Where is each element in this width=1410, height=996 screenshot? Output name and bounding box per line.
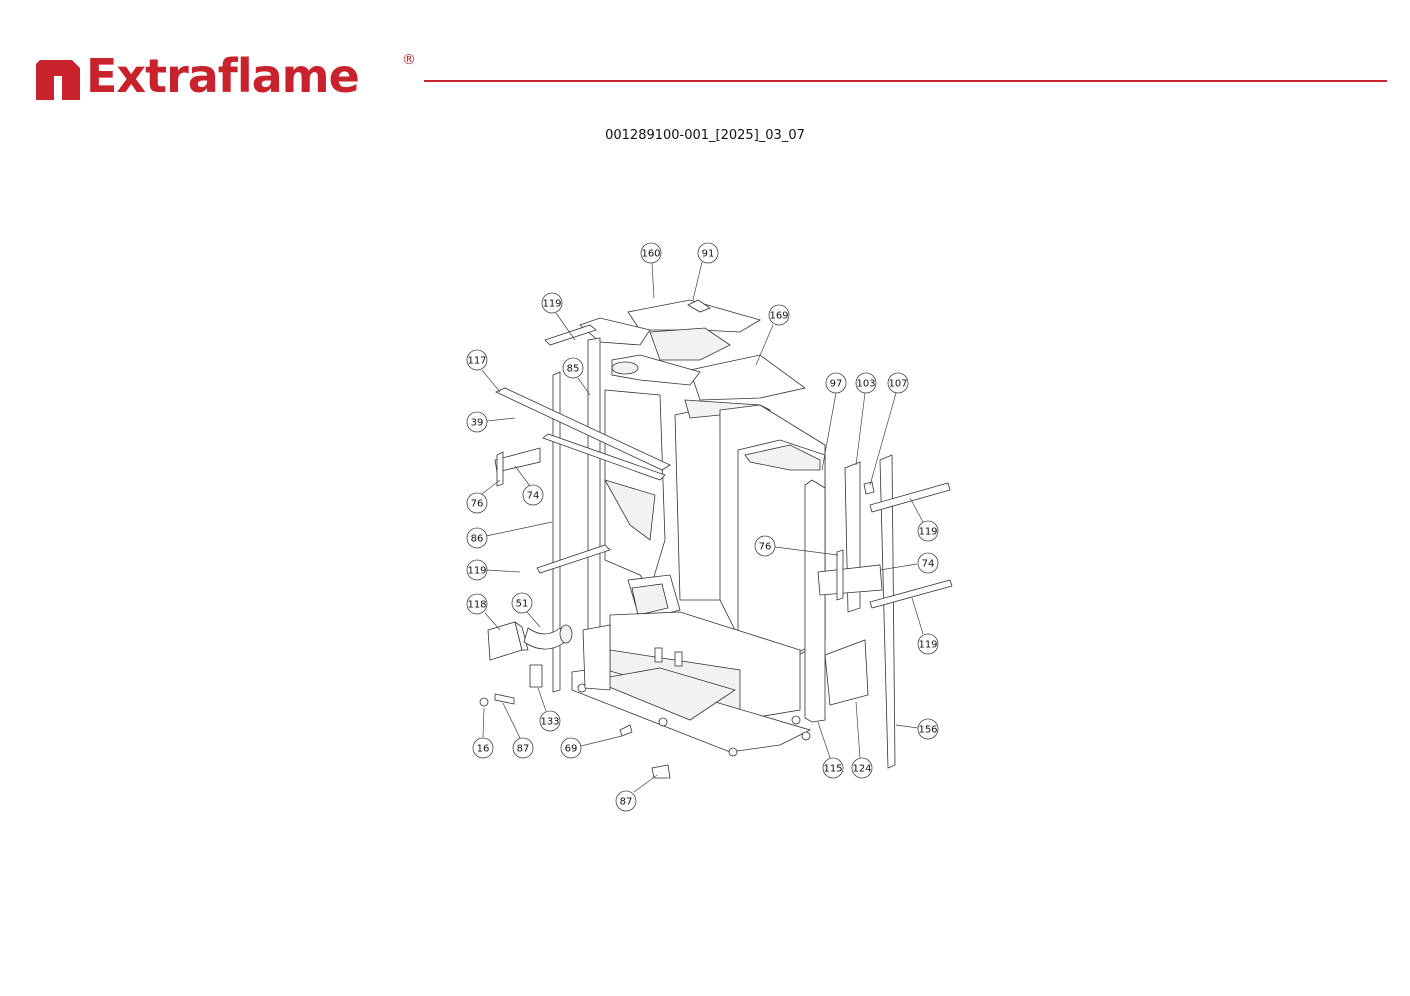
svg-text:169: 169 bbox=[769, 311, 788, 322]
callout-69: 69 bbox=[560, 737, 582, 759]
callout-bubbles: 160 91 119 169 117 85 97 103 107 39 74 7… bbox=[466, 242, 939, 812]
callout-87: 87 bbox=[615, 790, 637, 812]
callout-169: 169 bbox=[768, 304, 790, 326]
callout-74: 74 bbox=[522, 484, 544, 506]
parts-drawing bbox=[479, 299, 953, 779]
callout-16: 16 bbox=[472, 737, 494, 759]
svg-text:133: 133 bbox=[540, 717, 559, 728]
svg-text:119: 119 bbox=[918, 640, 937, 651]
svg-text:156: 156 bbox=[918, 725, 937, 736]
callout-86: 86 bbox=[466, 527, 488, 549]
svg-text:51: 51 bbox=[516, 599, 529, 610]
svg-text:118: 118 bbox=[467, 600, 486, 611]
svg-text:87: 87 bbox=[517, 744, 530, 755]
svg-text:107: 107 bbox=[888, 379, 907, 390]
brand-logo: Extraflame ® bbox=[34, 49, 418, 106]
callout-119: 119 bbox=[466, 559, 488, 581]
callout-39: 39 bbox=[466, 411, 488, 433]
callout-156: 156 bbox=[917, 718, 939, 740]
callout-76: 76 bbox=[754, 535, 776, 557]
svg-text:117: 117 bbox=[467, 356, 486, 367]
callout-51: 51 bbox=[511, 592, 533, 614]
svg-text:160: 160 bbox=[641, 249, 660, 260]
svg-text:119: 119 bbox=[467, 566, 486, 577]
callout-133: 133 bbox=[539, 710, 561, 732]
header-rule bbox=[424, 80, 1387, 82]
svg-text:87: 87 bbox=[620, 797, 633, 808]
svg-text:76: 76 bbox=[471, 499, 484, 510]
callout-117: 117 bbox=[466, 349, 488, 371]
callout-160: 160 bbox=[640, 242, 662, 264]
callout-74: 74 bbox=[917, 552, 939, 574]
svg-text:74: 74 bbox=[527, 491, 540, 502]
svg-text:91: 91 bbox=[702, 249, 715, 260]
svg-text:16: 16 bbox=[477, 744, 490, 755]
svg-text:119: 119 bbox=[918, 527, 937, 538]
callout-103: 103 bbox=[855, 372, 877, 394]
callout-119: 119 bbox=[917, 520, 939, 542]
callout-119: 119 bbox=[541, 292, 563, 314]
callout-118: 118 bbox=[466, 593, 488, 615]
svg-text:115: 115 bbox=[823, 764, 842, 775]
svg-text:69: 69 bbox=[565, 744, 578, 755]
svg-text:85: 85 bbox=[567, 364, 580, 375]
document-code: 001289100-001_[2025]_03_07 bbox=[605, 128, 805, 143]
callout-107: 107 bbox=[887, 372, 909, 394]
svg-text:74: 74 bbox=[922, 559, 935, 570]
svg-text:76: 76 bbox=[759, 542, 772, 553]
svg-text:103: 103 bbox=[856, 379, 875, 390]
callout-124: 124 bbox=[851, 757, 873, 779]
callout-91: 91 bbox=[697, 242, 719, 264]
callout-97: 97 bbox=[825, 372, 847, 394]
callout-87: 87 bbox=[512, 737, 534, 759]
svg-text:97: 97 bbox=[830, 379, 843, 390]
registered-mark: ® bbox=[402, 52, 416, 68]
callout-119: 119 bbox=[917, 633, 939, 655]
svg-text:119: 119 bbox=[542, 299, 561, 310]
leader-lines bbox=[481, 261, 924, 793]
svg-text:86: 86 bbox=[471, 534, 484, 545]
svg-text:39: 39 bbox=[471, 418, 484, 429]
svg-text:124: 124 bbox=[852, 764, 871, 775]
callout-76: 76 bbox=[466, 492, 488, 514]
flame-logo-icon bbox=[36, 60, 80, 100]
callout-85: 85 bbox=[562, 357, 584, 379]
callout-115: 115 bbox=[822, 757, 844, 779]
brand-name: Extraflame bbox=[86, 49, 360, 103]
